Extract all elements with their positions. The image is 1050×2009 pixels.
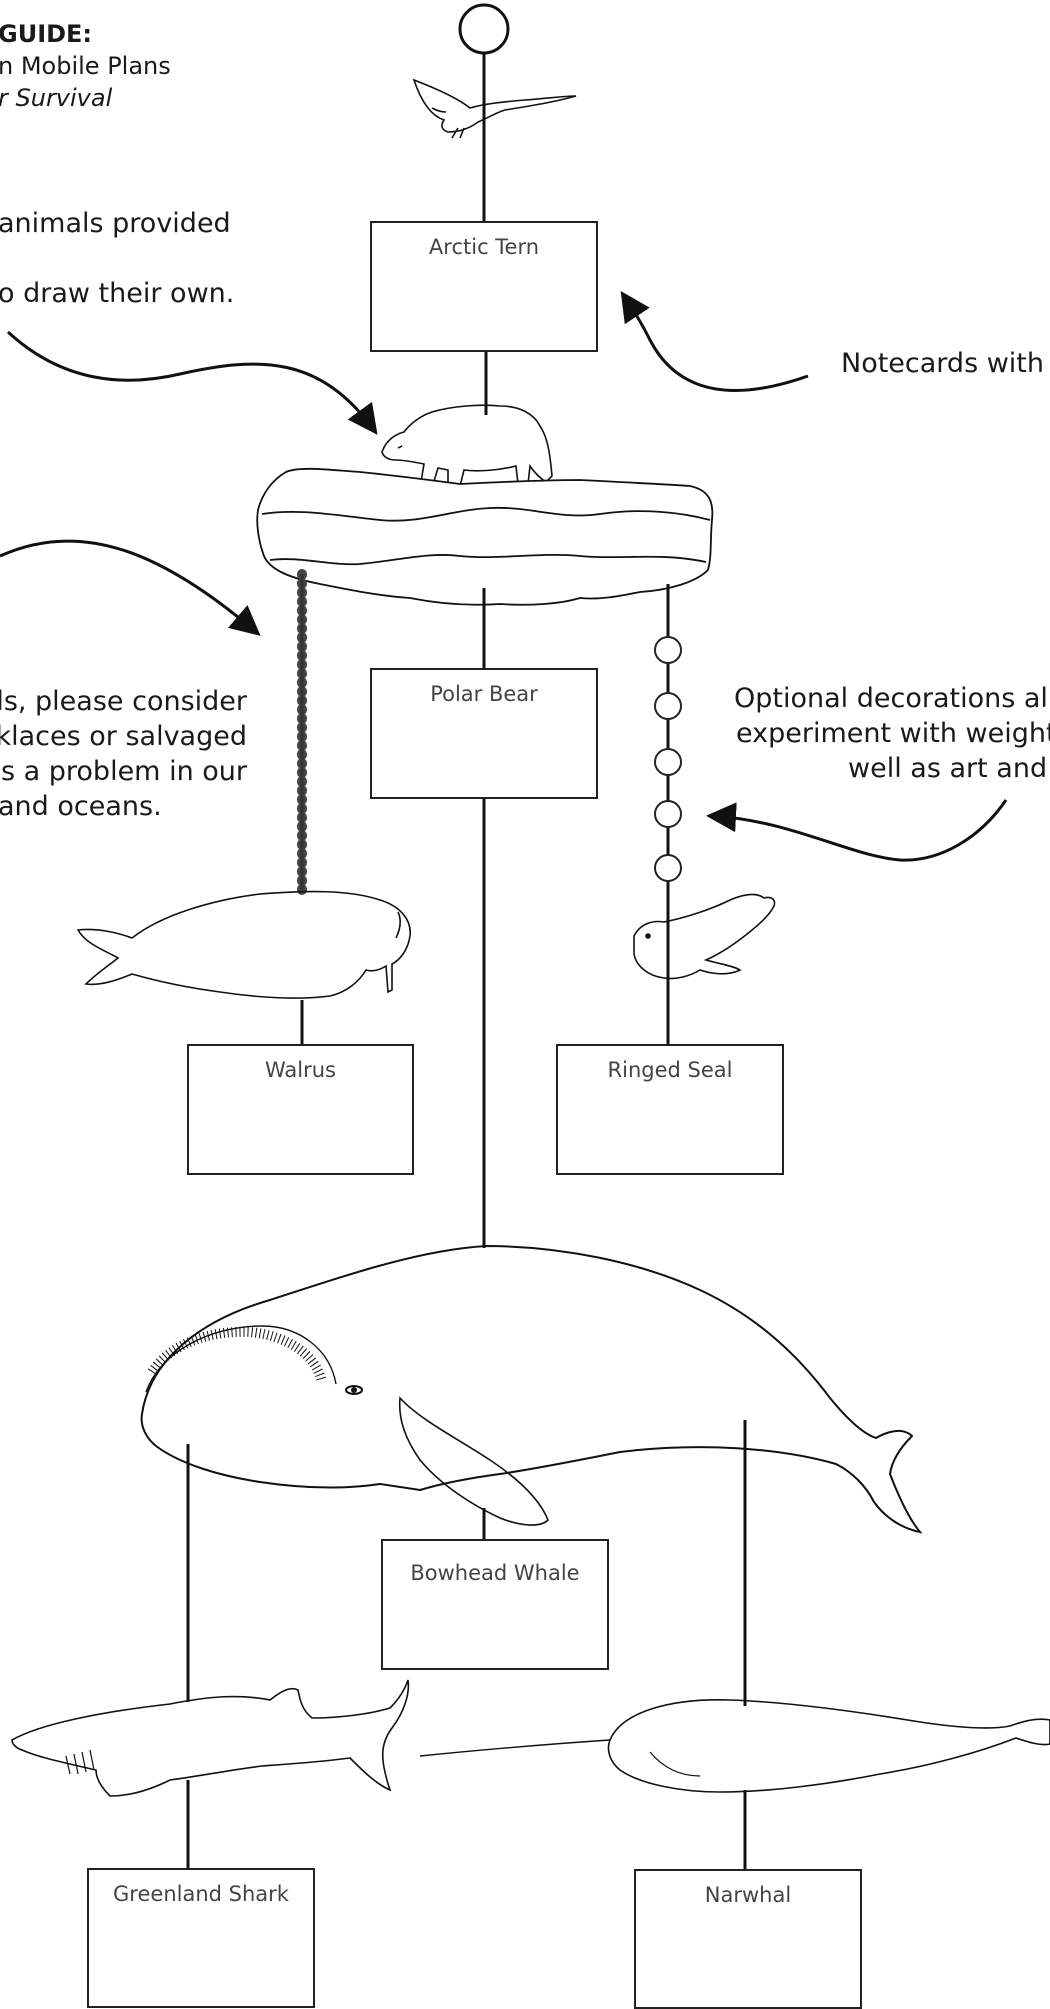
bowhead-whale-drawing bbox=[142, 1246, 920, 1532]
hanging-ring bbox=[460, 5, 508, 53]
card-greenland-shark: Greenland Shark bbox=[87, 1868, 315, 2008]
arctic-tern-drawing bbox=[414, 80, 576, 138]
arrow-left-top bbox=[8, 332, 374, 430]
walrus-drawing bbox=[78, 892, 410, 999]
card-bowhead-whale-label: Bowhead Whale bbox=[383, 1561, 607, 1585]
card-bowhead-whale: Bowhead Whale bbox=[381, 1539, 609, 1670]
ice-floe-drawing bbox=[257, 469, 712, 605]
card-narwhal: Narwhal bbox=[634, 1869, 862, 2009]
card-ringed-seal: Ringed Seal bbox=[556, 1044, 784, 1175]
arrow-right-top bbox=[624, 296, 808, 390]
decoration-bead bbox=[654, 692, 682, 720]
card-ringed-seal-label: Ringed Seal bbox=[558, 1058, 782, 1082]
card-arctic-tern-label: Arctic Tern bbox=[372, 235, 596, 259]
card-arctic-tern: Arctic Tern bbox=[370, 221, 598, 352]
narwhal-drawing bbox=[420, 1700, 1050, 1792]
decoration-bead bbox=[654, 800, 682, 828]
arrow-left-mid bbox=[0, 541, 256, 632]
greenland-shark-drawing bbox=[12, 1680, 408, 1796]
card-walrus-label: Walrus bbox=[189, 1058, 412, 1082]
card-narwhal-label: Narwhal bbox=[636, 1883, 860, 1907]
arrow-right-mid bbox=[712, 800, 1006, 860]
polar-bear-drawing bbox=[382, 405, 552, 488]
card-polar-bear: Polar Bear bbox=[370, 668, 598, 799]
decoration-bead bbox=[654, 636, 682, 664]
ringed-seal-drawing bbox=[634, 894, 775, 978]
decoration-bead bbox=[654, 854, 682, 882]
card-polar-bear-label: Polar Bear bbox=[372, 682, 596, 706]
card-walrus: Walrus bbox=[187, 1044, 414, 1175]
card-greenland-shark-label: Greenland Shark bbox=[89, 1882, 313, 1906]
decoration-bead bbox=[654, 748, 682, 776]
